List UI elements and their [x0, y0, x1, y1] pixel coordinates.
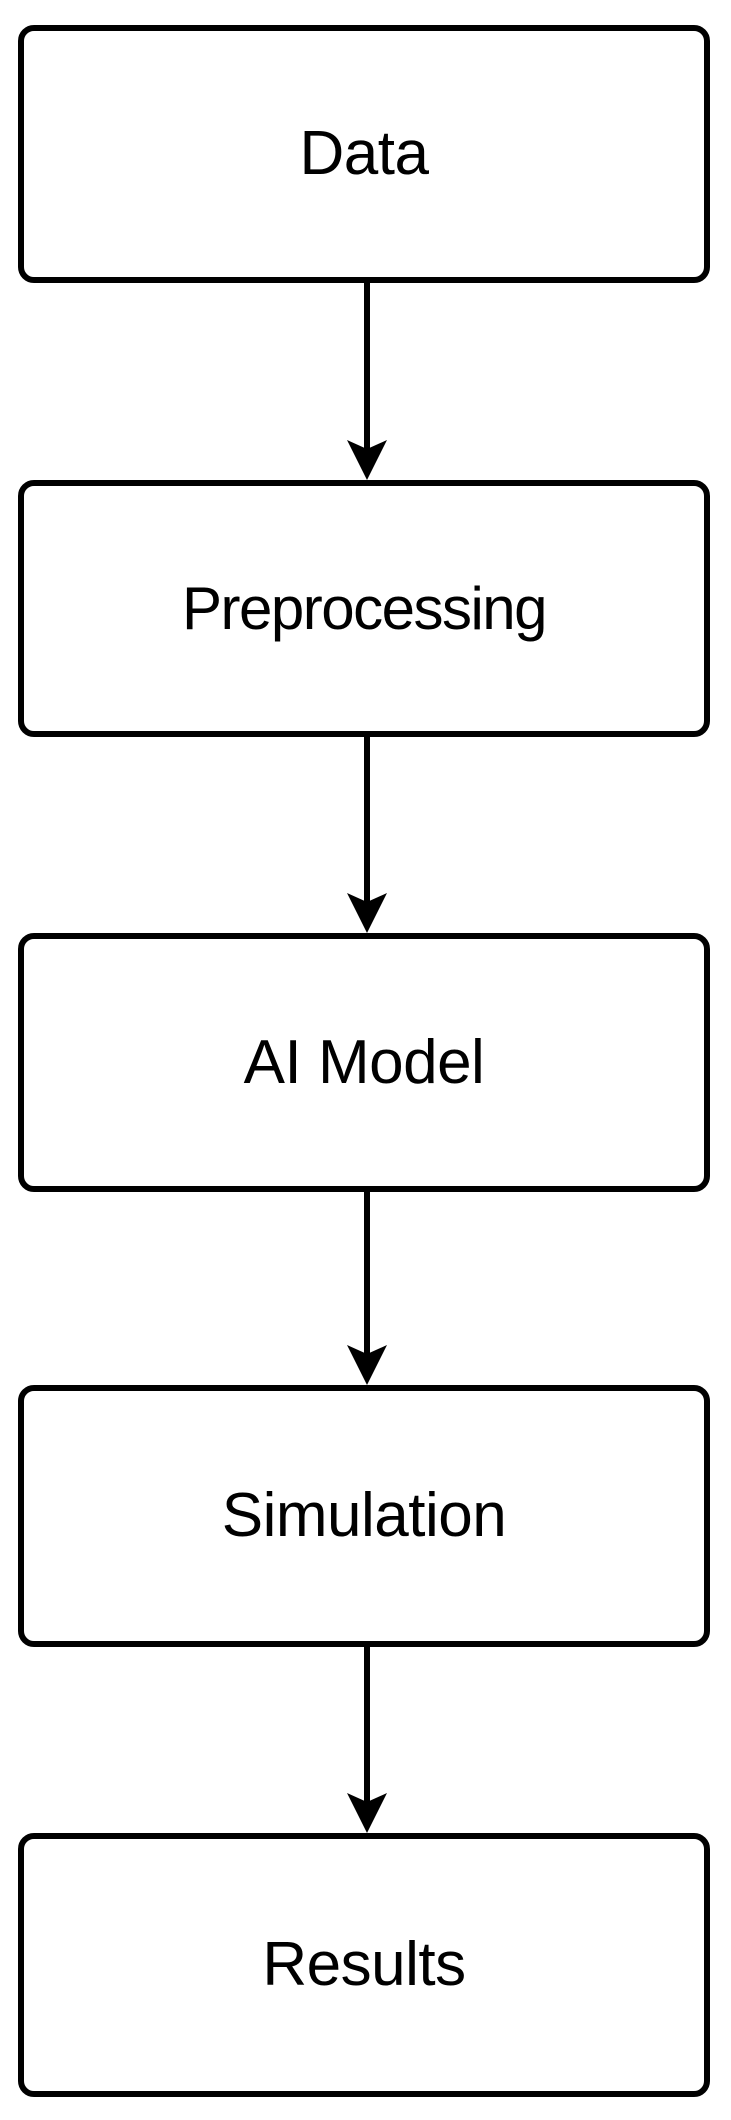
- node-label-results: Results: [262, 1930, 466, 1999]
- node-label-data: Data: [299, 119, 429, 188]
- node-label-ai-model: AI Model: [243, 1027, 485, 1097]
- flowchart-node-simulation[interactable]: Simulation: [18, 1385, 710, 1647]
- down-arrow-icon: [347, 1647, 387, 1833]
- node-label-preprocessing: Preprocessing: [181, 574, 548, 642]
- flowchart-edge-data-to-preprocessing: [0, 283, 731, 480]
- flowchart-node-results[interactable]: Results: [18, 1833, 710, 2097]
- flowchart-edge-aimodel-to-simulation: [0, 1192, 731, 1385]
- flowchart-node-preprocessing[interactable]: Preprocessing: [18, 480, 710, 737]
- flowchart-node-ai-model[interactable]: AI Model: [18, 933, 710, 1192]
- down-arrow-icon: [347, 283, 387, 480]
- node-label-simulation: Simulation: [221, 1481, 507, 1550]
- flowchart-edge-simulation-to-results: [0, 1647, 731, 1833]
- flowchart-node-data[interactable]: Data: [18, 25, 710, 283]
- flowchart-edge-preprocessing-to-aimodel: [0, 737, 731, 933]
- down-arrow-icon: [347, 737, 387, 933]
- down-arrow-icon: [347, 1192, 387, 1385]
